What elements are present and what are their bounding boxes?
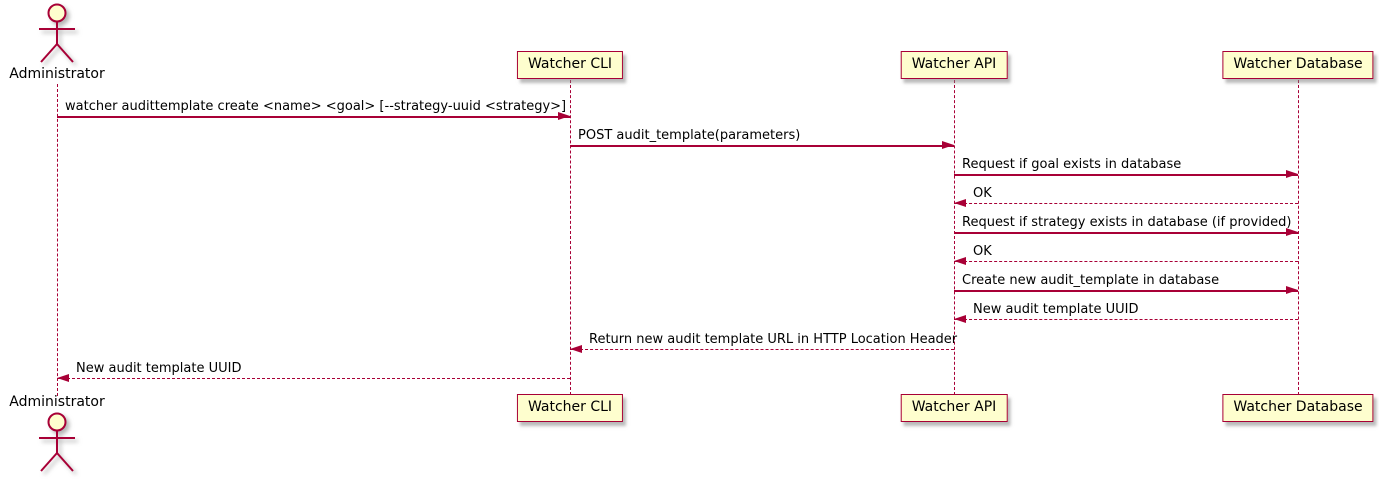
message-line bbox=[954, 203, 1298, 204]
lifeline-administrator bbox=[57, 84, 58, 396]
arrowhead-icon bbox=[558, 112, 570, 120]
message-label: Return new audit template URL in HTTP Lo… bbox=[589, 332, 958, 347]
arrowhead-icon bbox=[1286, 228, 1298, 236]
message-line bbox=[954, 232, 1298, 234]
lifeline-watcher-cli bbox=[570, 80, 571, 395]
participant-label-watcher-cli: Watcher CLI bbox=[527, 56, 613, 72]
message-label: POST audit_template(parameters) bbox=[578, 128, 801, 143]
participant-box-watcher-cli-top: Watcher CLI bbox=[516, 51, 624, 79]
participant-label-watcher-api: Watcher API bbox=[911, 399, 997, 415]
participant-box-watcher-api-top: Watcher API bbox=[900, 51, 1008, 79]
participant-box-watcher-database-top: Watcher Database bbox=[1222, 51, 1374, 79]
arrowhead-icon bbox=[1286, 286, 1298, 294]
participant-label-watcher-cli: Watcher CLI bbox=[527, 399, 613, 415]
message-line bbox=[954, 174, 1298, 176]
lifeline-watcher-api bbox=[954, 80, 955, 395]
message-label: New audit template UUID bbox=[76, 361, 242, 376]
message-label: Create new audit_template in database bbox=[962, 273, 1220, 288]
message-line bbox=[954, 261, 1298, 262]
actor-label-administrator-bottom: Administrator bbox=[9, 394, 105, 410]
administrator-actor-icon bbox=[39, 3, 75, 63]
lifeline-watcher-database bbox=[1298, 80, 1299, 395]
message-line bbox=[57, 116, 570, 118]
message-line bbox=[570, 349, 954, 350]
arrowhead-icon bbox=[57, 374, 69, 382]
message-label: New audit template UUID bbox=[973, 302, 1139, 317]
actor-label-administrator-top: Administrator bbox=[9, 66, 105, 82]
participant-box-watcher-cli-bottom: Watcher CLI bbox=[516, 394, 624, 422]
participant-label-watcher-api: Watcher API bbox=[911, 56, 997, 72]
message-label: Request if strategy exists in database (… bbox=[962, 215, 1292, 230]
participant-box-watcher-database-bottom: Watcher Database bbox=[1222, 394, 1374, 422]
message-label: OK bbox=[973, 244, 992, 259]
participant-box-watcher-api-bottom: Watcher API bbox=[900, 394, 1008, 422]
arrowhead-icon bbox=[954, 199, 966, 207]
arrowhead-icon bbox=[570, 345, 582, 353]
message-line bbox=[57, 378, 570, 379]
arrowhead-icon bbox=[954, 315, 966, 323]
administrator-actor-icon bbox=[39, 412, 75, 472]
message-label: OK bbox=[973, 186, 992, 201]
participant-label-watcher-database: Watcher Database bbox=[1233, 56, 1363, 72]
message-label: watcher audittemplate create <name> <goa… bbox=[65, 99, 567, 114]
message-line bbox=[954, 290, 1298, 292]
arrowhead-icon bbox=[954, 257, 966, 265]
message-line bbox=[570, 145, 954, 147]
message-line bbox=[954, 319, 1298, 320]
message-label: Request if goal exists in database bbox=[962, 157, 1182, 172]
participant-label-watcher-database: Watcher Database bbox=[1233, 399, 1363, 415]
arrowhead-icon bbox=[1286, 170, 1298, 178]
arrowhead-icon bbox=[942, 141, 954, 149]
